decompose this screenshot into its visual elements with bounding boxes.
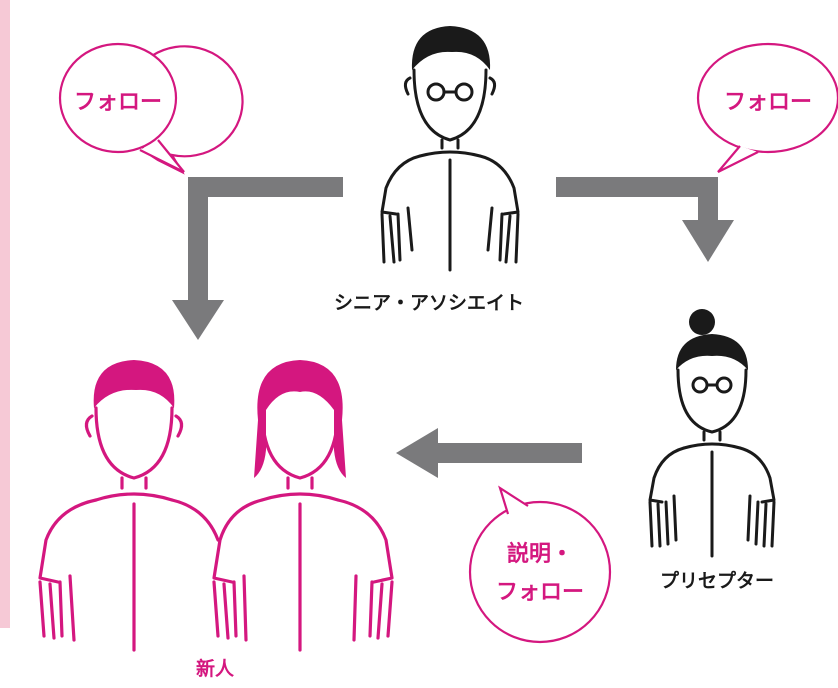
preceptor-label: プリセプター [660, 570, 775, 592]
newcomer-female-figure [212, 360, 394, 652]
bubble-left [58, 42, 244, 175]
bubble-left-text: フォロー [73, 90, 162, 115]
bubble-bottom [468, 485, 612, 644]
bubble-bottom-line2: フォロー [495, 580, 584, 605]
bubble-bottom-line1: 説明・ [506, 542, 573, 567]
arrow-preceptor-to-newcomers [396, 428, 582, 478]
side-accent-strip [0, 0, 10, 628]
senior-associate-label: シニア・アソシエイト [334, 292, 525, 314]
bubble-right-text: フォロー [723, 90, 812, 115]
arrow-senior-to-newcomers [172, 177, 343, 340]
bubble-right [696, 42, 838, 173]
preceptor-figure [648, 309, 776, 558]
senior-associate-figure [380, 26, 520, 272]
newcomers-label: 新人 [196, 658, 235, 680]
arrow-senior-to-preceptor [556, 177, 734, 262]
newcomer-male-figure [38, 360, 220, 652]
